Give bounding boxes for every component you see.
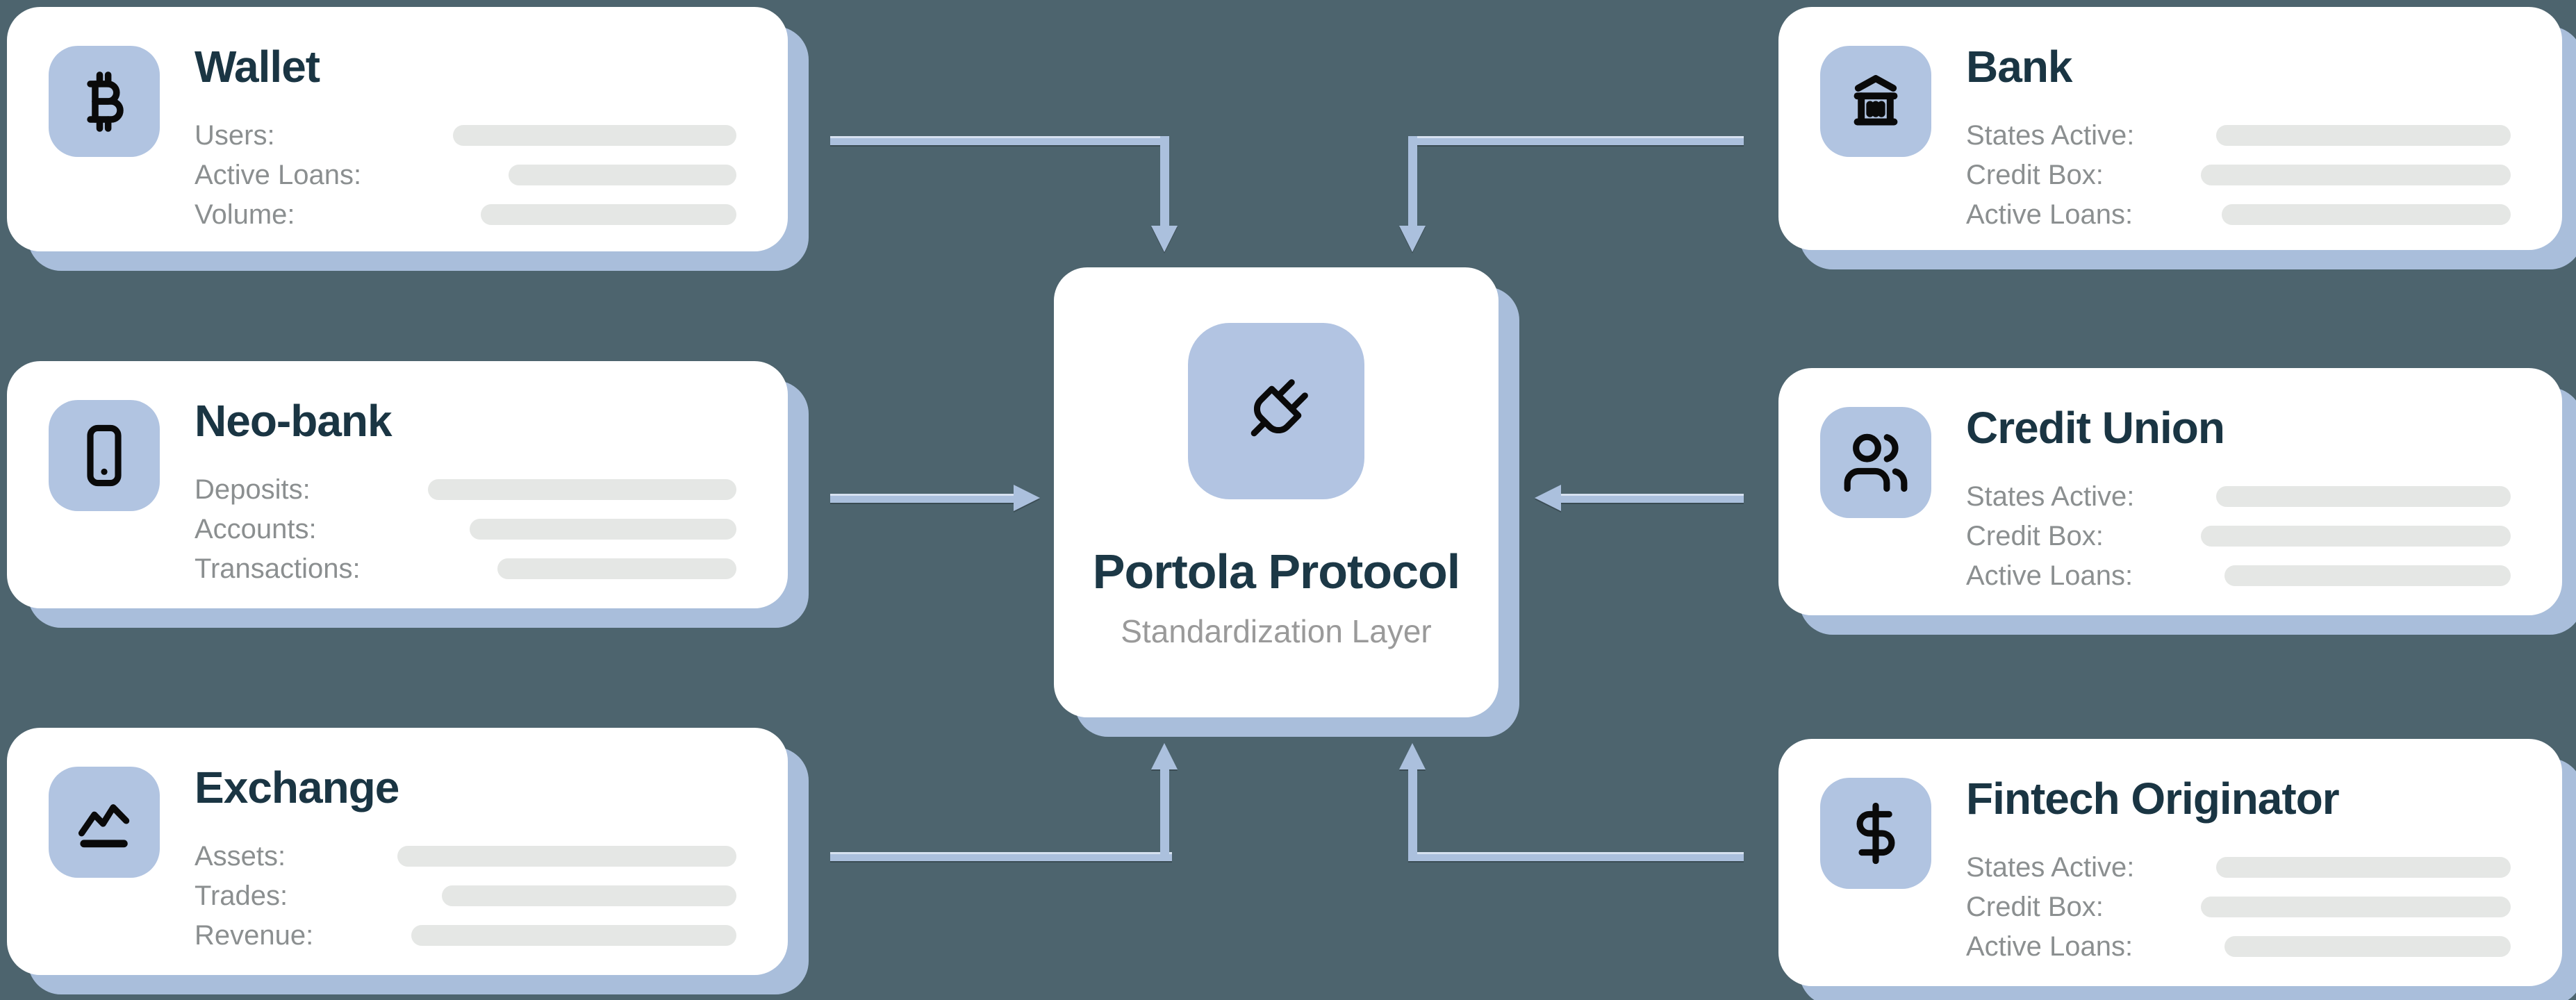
arrowhead-up-icon (1151, 743, 1178, 769)
card-title: Exchange (195, 762, 399, 812)
stat-label: Users: (195, 119, 275, 151)
stat-row: States Active: (1966, 481, 2511, 512)
arrow-segment (1160, 768, 1169, 861)
chart-line-icon (49, 767, 160, 878)
arrow-segment (1408, 136, 1417, 227)
card-bank: Bank States Active: Credit Box: Active L… (1778, 7, 2562, 250)
stat-label: Credit Box: (1966, 520, 2104, 551)
stat-row: States Active: (1966, 119, 2511, 151)
card-portola-protocol: Portola Protocol Standardization Layer (1054, 267, 1498, 717)
stat-label: Credit Box: (1966, 891, 2104, 922)
stat-row: Active Loans: (1966, 199, 2511, 231)
stat-value-bar (428, 479, 736, 500)
users-icon (1820, 407, 1931, 518)
stat-value-bar (2216, 857, 2511, 878)
stat-value-bar (411, 925, 736, 946)
stat-value-bar (481, 204, 736, 225)
arrowhead-down-icon (1399, 226, 1426, 252)
stat-value-bar (2216, 486, 2511, 507)
stat-value-bar (2222, 204, 2511, 225)
stat-rows: States Active: Credit Box: Active Loans: (1966, 119, 2511, 231)
card-exchange: Exchange Assets: Trades: Revenue: (7, 728, 788, 975)
card-neo-bank: Neo-bank Deposits: Accounts: Transaction… (7, 361, 788, 608)
stat-rows: Assets: Trades: Revenue: (195, 840, 736, 951)
stat-label: Credit Box: (1966, 159, 2104, 190)
stat-row: Trades: (195, 880, 736, 912)
stat-row: Credit Box: (1966, 159, 2511, 191)
stat-label: Transactions: (195, 553, 361, 584)
bank-icon (1820, 46, 1931, 157)
stat-row: Active Loans: (1966, 931, 2511, 962)
arrow-segment (830, 494, 1015, 503)
stat-row: Active Loans: (195, 159, 736, 191)
center-node-title: Portola Protocol (1092, 544, 1460, 599)
stat-label: Assets: (195, 840, 286, 872)
card-title: Wallet (195, 42, 320, 92)
stat-value-bar (442, 885, 736, 906)
arrowhead-right-icon (1014, 485, 1040, 511)
smartphone-icon (49, 400, 160, 511)
card-credit-union: Credit Union States Active: Credit Box: … (1778, 368, 2562, 615)
stat-row: Active Loans: (1966, 560, 2511, 592)
arrow-segment (830, 136, 1166, 145)
arrow-segment (830, 852, 1172, 861)
stat-label: Active Loans: (1966, 199, 2133, 230)
stat-value-bar (397, 846, 736, 867)
stat-label: Active Loans: (1966, 560, 2133, 591)
stat-rows: Deposits: Accounts: Transactions: (195, 474, 736, 585)
card-title: Fintech Originator (1966, 774, 2340, 824)
arrow-segment (1160, 136, 1169, 227)
stat-row: Assets: (195, 840, 736, 872)
stat-row: States Active: (1966, 851, 2511, 883)
bitcoin-icon (49, 46, 160, 157)
stat-row: Deposits: (195, 474, 736, 506)
stat-label: Volume: (195, 199, 295, 230)
stat-value-bar (453, 125, 736, 146)
stat-label: Active Loans: (195, 159, 362, 190)
arrow-segment (1561, 494, 1744, 503)
stat-value-bar (2201, 526, 2511, 547)
stat-label: Accounts: (195, 513, 317, 544)
card-fintech-originator: Fintech Originator States Active: Credit… (1778, 739, 2562, 986)
stat-rows: States Active: Credit Box: Active Loans: (1966, 481, 2511, 592)
plug-icon (1188, 323, 1364, 499)
card-title: Credit Union (1966, 403, 2225, 453)
stat-label: States Active: (1966, 851, 2135, 883)
stat-value-bar (2224, 565, 2511, 586)
stat-label: Deposits: (195, 474, 311, 505)
stat-row: Accounts: (195, 513, 736, 545)
stat-value-bar (497, 558, 736, 579)
arrowhead-up-icon (1399, 743, 1426, 769)
card-title: Bank (1966, 42, 2072, 92)
stat-value-bar (509, 165, 736, 185)
dollar-icon (1820, 778, 1931, 889)
stat-row: Credit Box: (1966, 891, 2511, 923)
arrowhead-down-icon (1151, 226, 1178, 252)
stat-rows: States Active: Credit Box: Active Loans: (1966, 851, 2511, 962)
stat-row: Credit Box: (1966, 520, 2511, 552)
stat-value-bar (2216, 125, 2511, 146)
stat-value-bar (2201, 897, 2511, 917)
arrowhead-left-icon (1535, 485, 1561, 511)
stat-row: Volume: (195, 199, 736, 231)
arrow-segment (1408, 136, 1744, 145)
stat-label: Active Loans: (1966, 931, 2133, 962)
stat-rows: Users: Active Loans: Volume: (195, 119, 736, 231)
card-title: Neo-bank (195, 396, 393, 446)
arrow-segment (1408, 768, 1417, 861)
stat-value-bar (2201, 165, 2511, 185)
card-wallet: Wallet Users: Active Loans: Volume: (7, 7, 788, 251)
stat-value-bar (2224, 936, 2511, 957)
stat-row: Revenue: (195, 919, 736, 951)
center-node-subtitle: Standardization Layer (1121, 613, 1432, 649)
stat-label: Trades: (195, 880, 288, 911)
stat-value-bar (470, 519, 736, 540)
stat-row: Transactions: (195, 553, 736, 585)
stat-row: Users: (195, 119, 736, 151)
stat-label: States Active: (1966, 481, 2135, 512)
stat-label: States Active: (1966, 119, 2135, 151)
arrow-segment (1408, 852, 1744, 861)
stat-label: Revenue: (195, 919, 314, 951)
